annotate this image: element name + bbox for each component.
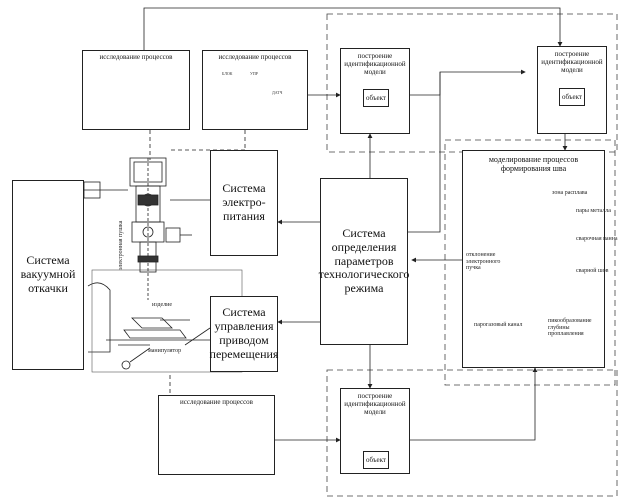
study-2-caption: исследование процессов [218,53,292,61]
model-2-caption: построение идентификационной модели [541,50,603,75]
drive-control-block: Система управления приводом перемещения [210,296,278,372]
object-label-3: объект [366,456,386,464]
label-keyhole: парогазовый канал [474,322,523,328]
object-box-1: объект [363,89,389,107]
modeling-dashed-frame [444,139,616,386]
parameters-block: Система определения параметров технологи… [318,178,410,345]
study-3-caption: исследование процессов [180,398,253,406]
electron-gun-drawing [129,157,192,300]
study-box-1: исследование процессов [82,50,190,130]
study-box-3: исследование процессов [158,395,275,475]
parameters-label: Система определения параметров технологи… [318,226,410,296]
modeling-title: моделирование процессов формирования шва [488,155,579,174]
object-label-1: объект [366,94,386,102]
schematic-text-2: УПР [250,71,258,76]
drive-control-label: Система управления приводом перемещения [209,305,279,361]
label-workpiece: изделие [152,302,173,308]
vacuum-system-label: Система вакуумной откачки [20,253,76,295]
power-system-block: Система электро- питания [210,150,278,256]
object-label-2: объект [562,93,582,101]
label-spiking: пикообразование глубины проплавления [548,318,592,338]
schematic-text-3: ДАТЧ [272,90,283,95]
object-box-3: объект [363,451,389,469]
bottom-dashed-frame [326,369,618,497]
label-metal-vapor: пары металла [576,208,611,214]
label-electron-beam: отклонение электронного пучка [466,252,501,272]
label-weld-pool: сварочная ванна [576,236,618,242]
schematic-text-1: БЛОК [222,71,233,76]
label-electron-gun: электронная пушка [118,220,124,270]
power-system-label: Система электро- питания [222,181,266,223]
label-weld-seam: сварной шов [576,268,609,274]
object-box-2: объект [559,88,585,106]
label-manipulator: манипулятор [148,348,182,354]
modeling-block: моделирование процессов формирования шва [462,150,605,368]
study-1-caption: исследование процессов [99,53,173,61]
model-3-caption: построение идентификационной модели [344,392,406,417]
top-main-line [143,7,563,50]
manipulator-drawing [106,317,236,370]
label-melt-zone: зона расплава [552,190,588,196]
study-box-2: исследование процессов [202,50,308,130]
vacuum-system-block: Система вакуумной откачки [12,180,84,370]
model-1-caption: построение идентификационной модели [344,52,406,77]
